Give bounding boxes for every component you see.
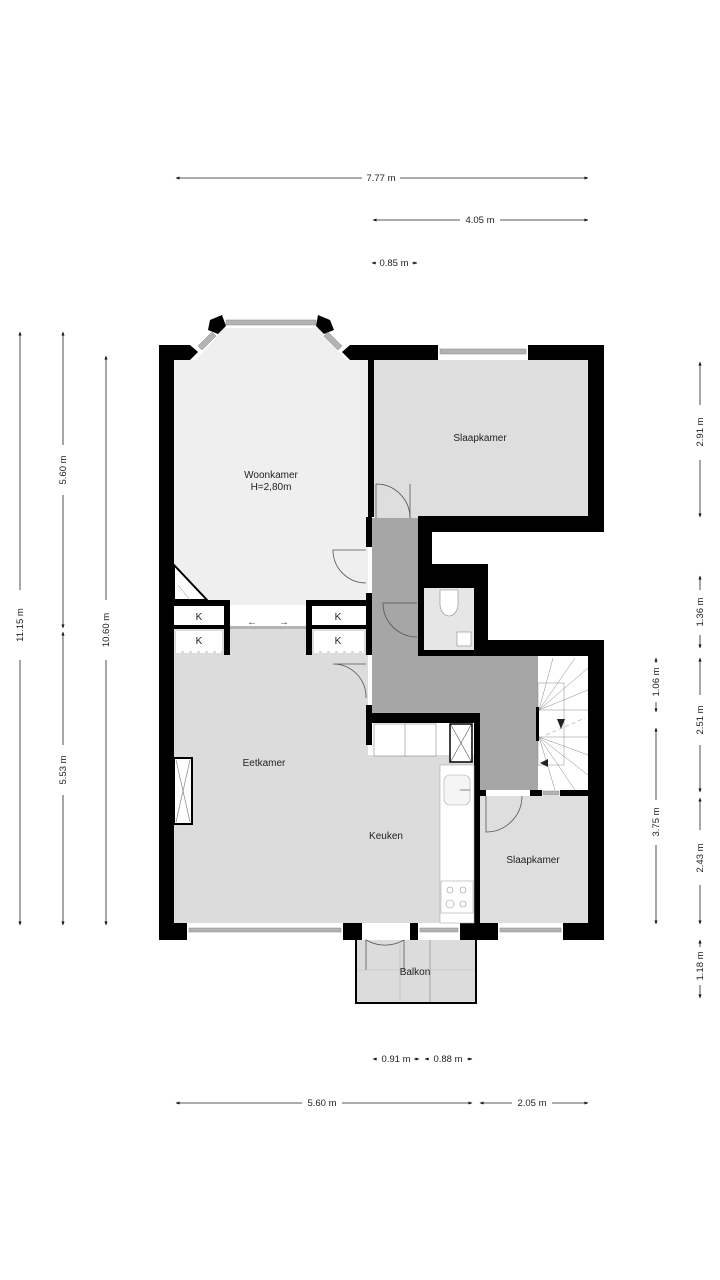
closet-label: K: [335, 612, 342, 623]
closet-3: [314, 607, 364, 625]
fixtures: [173, 562, 589, 1002]
dim-bottom-balkon-left: 0.91 m: [381, 1054, 410, 1065]
woonkamer-floor: [174, 328, 368, 605]
label-slaapkamer-2: Slaapkamer: [506, 855, 560, 866]
door-slaapkamer-1: [375, 483, 411, 519]
label-woonkamer: Woonkamer: [244, 470, 298, 481]
dim-right-balkon: 1.18 m: [695, 951, 706, 980]
door-woonkamer-hall: [332, 549, 367, 584]
dim-bottom-balkon-right: 0.88 m: [433, 1054, 462, 1065]
closet-label: K: [196, 636, 203, 647]
hall-floor: [372, 518, 538, 790]
closet-label: K: [196, 612, 203, 623]
dim-top-total: 7.77 m: [366, 173, 395, 184]
dim-top-right: 4.05 m: [465, 215, 494, 226]
label-slaapkamer-1: Slaapkamer: [453, 433, 507, 444]
closet-1: [176, 607, 222, 625]
dim-left-total: 11.15 m: [15, 608, 26, 642]
label-eetkamer: Eetkamer: [243, 758, 286, 769]
floors: [174, 328, 588, 1002]
room-labels: Woonkamer H=2,80m Slaapkamer Eetkamer Ke…: [196, 433, 561, 978]
dim-left-inner: 10.60 m: [101, 613, 112, 647]
dim-top-small: 0.85 m: [379, 258, 408, 269]
door-slaapkamer-2: [485, 795, 523, 833]
dim-right-inner-small: 1.06 m: [651, 667, 662, 696]
closet-4: [314, 631, 364, 651]
label-woonkamer-height: H=2,80m: [251, 482, 292, 493]
dim-right-toilet: 1.36 m: [695, 597, 706, 626]
sliding-arrow-left: ←: [247, 617, 257, 628]
door-eetkamer-hall: [332, 663, 367, 699]
dim-bottom-right: 2.05 m: [517, 1098, 546, 1109]
dim-right-slaapkamer-2: 2.43 m: [695, 843, 706, 872]
windows: [188, 319, 562, 933]
walls: [159, 315, 604, 1004]
dim-left-upper: 5.60 m: [58, 455, 69, 484]
closet-2: [176, 631, 222, 651]
dim-right-inner-large: 3.75 m: [651, 807, 662, 836]
closet-label: K: [335, 636, 342, 647]
sliding-arrow-right: →: [279, 617, 289, 628]
dim-right-slaapkamer: 2.91 m: [695, 417, 706, 446]
dimension-lines: [18, 176, 702, 1105]
eetkamer-keuken-floor: [174, 627, 476, 923]
label-keuken: Keuken: [369, 831, 403, 842]
door-toilet: [382, 602, 418, 638]
balkon-floor: [357, 940, 475, 1002]
label-balkon: Balkon: [400, 967, 431, 978]
staircase: [537, 657, 589, 791]
dim-left-lower: 5.53 m: [58, 755, 69, 784]
dim-right-stairs: 2.51 m: [695, 705, 706, 734]
dimension-labels: 7.77 m 4.05 m 0.85 m 0.91 m 0.88 m 5.60 …: [15, 173, 706, 1109]
slaapkamer-2-floor: [480, 796, 588, 923]
dim-bottom-left: 5.60 m: [307, 1098, 336, 1109]
